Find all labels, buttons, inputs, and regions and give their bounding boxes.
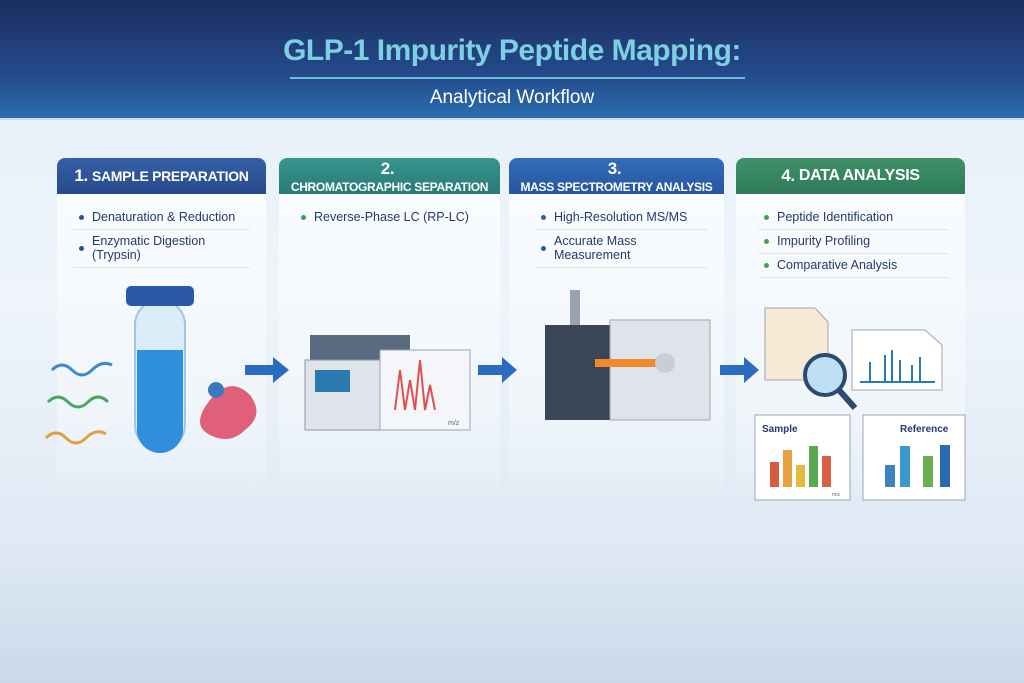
step-header: 4.DATA ANALYSIS: [736, 158, 965, 194]
peptide-chain-icon: [44, 361, 113, 445]
enzyme-icon: [200, 382, 257, 439]
step-number: 1.: [74, 166, 88, 185]
step-header: 1.SAMPLE PREPARATION: [57, 158, 266, 194]
list-item: Comparative Analysis: [758, 254, 949, 278]
sample-label: Sample: [762, 424, 798, 435]
magnifier-icon: [803, 353, 858, 410]
test-tube-icon: [126, 286, 194, 453]
axis-label: m/z: [448, 420, 460, 427]
step-number: 4.: [781, 166, 795, 185]
list-item: High-Resolution MS/MS: [535, 206, 708, 230]
axis-label: m/z: [832, 492, 841, 498]
step-number: 2.: [380, 158, 395, 178]
list-item: Enzymatic Digestion (Trypsin): [73, 230, 250, 268]
arrow-right-icon: [245, 357, 289, 383]
arrow-right-icon: [478, 357, 517, 383]
page-title: GLP-1 Impurity Peptide Mapping:: [283, 34, 741, 67]
page-subtitle: Analytical Workflow: [429, 87, 595, 108]
list-item: Peptide Identification: [758, 206, 949, 230]
step-number: 3.: [607, 158, 622, 178]
bar-chart-icon: Sample m/z Reference: [754, 414, 966, 501]
step-title: CHROMATOGRAPHIC SEPARATION: [290, 179, 489, 194]
arrow-right-icon: [720, 357, 759, 383]
sample-prep-illustration: [44, 286, 257, 453]
step-header: 3.MASS SPECTROMETRY ANALYSIS: [509, 158, 724, 194]
data-analysis-illustration: Sample m/z Reference: [754, 307, 966, 501]
list-item: Denaturation & Reduction: [73, 206, 250, 230]
step-title: DATA ANALYSIS: [798, 167, 920, 184]
step-header: 2.CHROMATOGRAPHIC SEPARATION: [279, 158, 500, 194]
lc-instrument-icon: m/z: [304, 335, 471, 431]
spectrum-icon: [851, 329, 943, 391]
reference-label: Reference: [900, 424, 949, 435]
title-divider: [290, 77, 745, 79]
step-title: MASS SPECTROMETRY ANALYSIS: [520, 179, 713, 194]
mass-spectrometer-icon: [545, 290, 711, 421]
step-title: SAMPLE PREPARATION: [91, 168, 249, 184]
list-item: Accurate Mass Measurement: [535, 230, 708, 268]
step-chromatographic-separation: 2.CHROMATOGRAPHIC SEPARATION Reverse-Pha…: [279, 158, 500, 498]
list-item: Impurity Profiling: [758, 230, 949, 254]
list-item: Reverse-Phase LC (RP-LC): [295, 206, 484, 229]
header-banner: GLP-1 Impurity Peptide Mapping: Analytic…: [0, 0, 1024, 120]
